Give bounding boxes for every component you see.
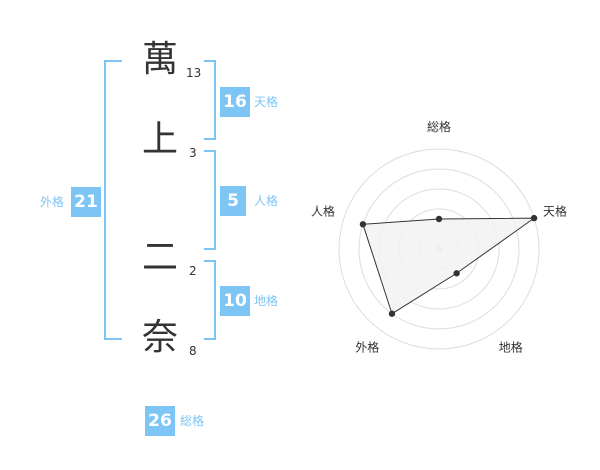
- gaikaku-label: 外格: [40, 195, 65, 209]
- radar-series-polygon: [362, 217, 536, 315]
- radar-axis-label-5: 人格: [311, 203, 335, 218]
- radar-point-5: [359, 221, 367, 228]
- name-char-1: 萬: [142, 39, 179, 80]
- jinkaku-label: 人格: [254, 194, 279, 208]
- chikaku-label: 地格: [254, 294, 279, 308]
- radar-ring: [358, 168, 520, 330]
- tenkaku-label: 天格: [254, 95, 279, 109]
- gaikaku-value: 21: [71, 187, 101, 217]
- chikaku-value: 10: [220, 286, 250, 316]
- name-char-4: 奈: [142, 317, 179, 358]
- radar-point-4: [388, 310, 396, 317]
- jinkaku-value: 5: [220, 186, 246, 216]
- gaikaku-bracket: [104, 60, 122, 340]
- chikaku-bracket: [204, 260, 216, 340]
- soukaku-label: 総格: [180, 414, 205, 428]
- radar-axis-label-3: 地格: [499, 340, 523, 355]
- name-char-3: 二: [142, 237, 179, 278]
- tenkaku-bracket: [204, 60, 216, 140]
- stroke-count-4: 8: [189, 344, 197, 358]
- name-char-2: 上: [142, 119, 179, 160]
- radar-point-3: [453, 270, 460, 277]
- radar-axis-label-1: 総格: [427, 119, 451, 134]
- radar-axis-label-4: 外格: [355, 340, 379, 355]
- radar-axis-label-2: 天格: [543, 203, 567, 218]
- stroke-count-1: 13: [186, 66, 202, 80]
- radar-ring: [338, 148, 540, 350]
- stroke-count-3: 2: [189, 264, 197, 278]
- tenkaku-value: 16: [220, 87, 250, 117]
- radar-point-1: [435, 215, 443, 223]
- soukaku-value: 26: [145, 406, 175, 436]
- radar-point-2: [530, 214, 538, 222]
- jinkaku-bracket: [204, 150, 216, 250]
- stroke-count-2: 3: [189, 146, 197, 160]
